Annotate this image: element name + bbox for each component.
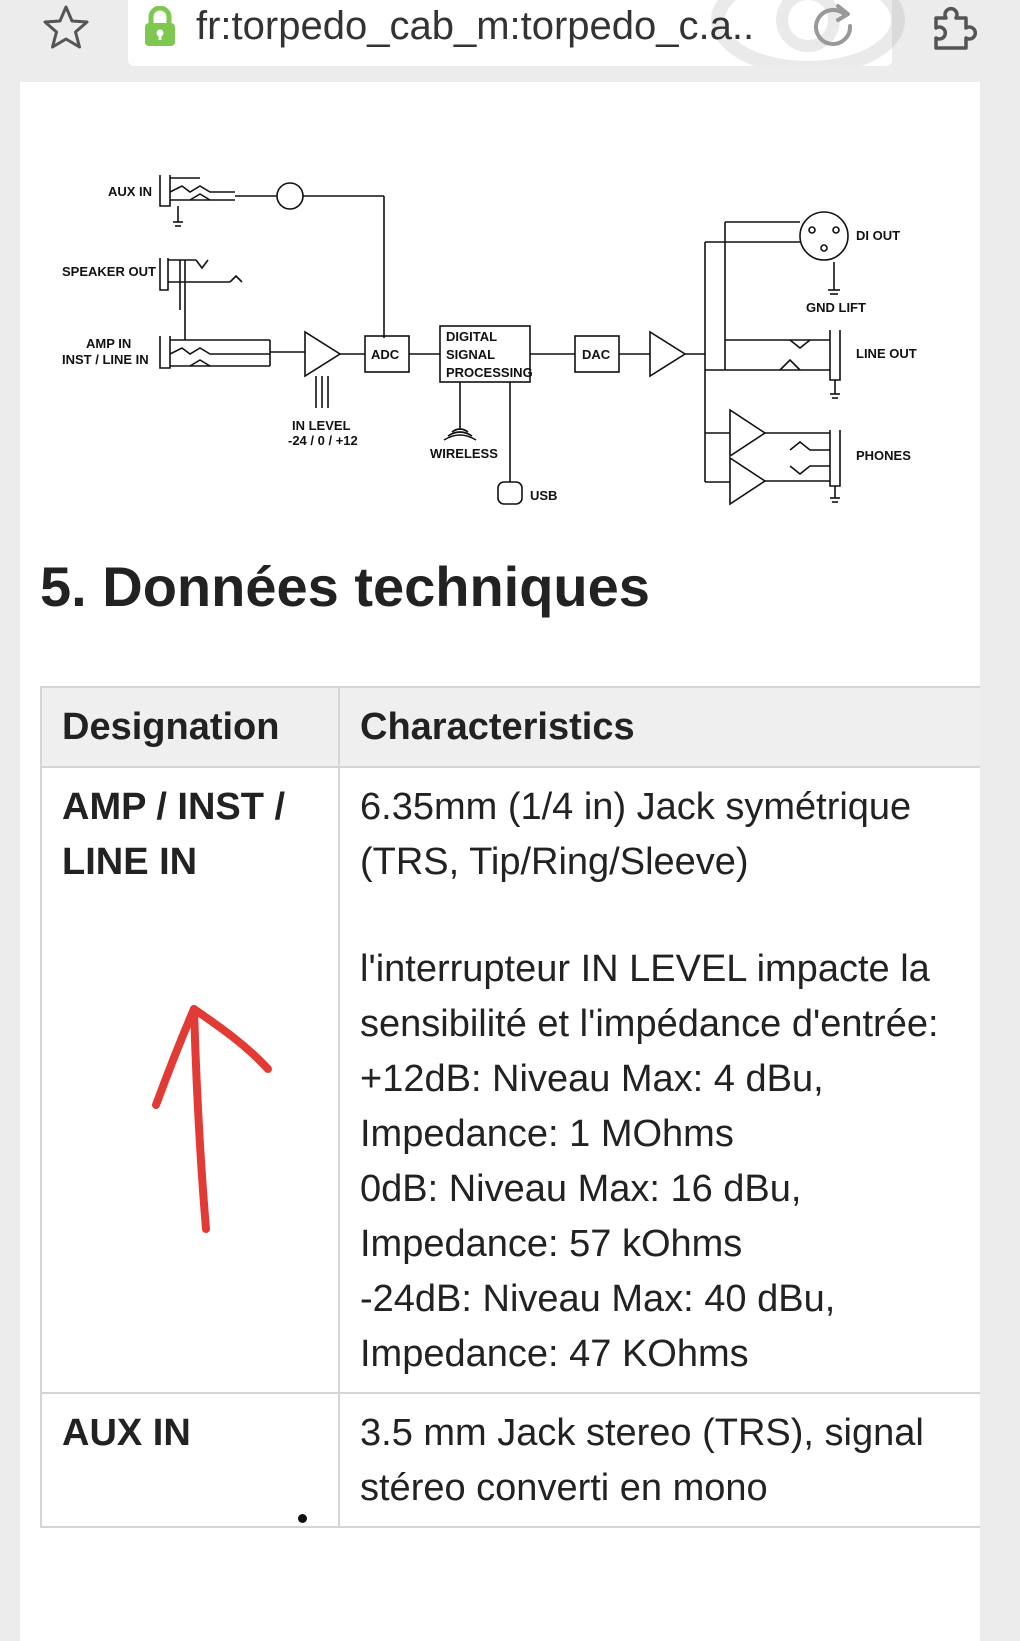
url-text: fr:torpedo_cab_m:torpedo_c.a.... <box>196 4 756 48</box>
table-row: AMP / INST / LINE IN 6.35mm (1/4 in) Jac… <box>40 766 980 1394</box>
cell-characteristics: 6.35mm (1/4 in) Jack symétrique (TRS, Ti… <box>338 766 980 1394</box>
label-adc: ADC <box>371 347 400 362</box>
label-usb: USB <box>530 488 557 503</box>
label-amp-in: AMP IN <box>86 336 131 351</box>
specs-table: Designation Characteristics AMP / INST /… <box>40 686 980 1528</box>
lock-icon <box>145 6 175 46</box>
label-phones: PHONES <box>856 448 911 463</box>
browser-toolbar: fr:torpedo_cab_m:torpedo_c.a.... <box>0 0 1020 82</box>
table-header-row: Designation Characteristics <box>40 686 980 768</box>
cell-designation: AMP / INST / LINE IN <box>40 766 340 1394</box>
bookmark-star-button[interactable] <box>38 0 94 56</box>
header-designation: Designation <box>40 686 340 768</box>
label-aux-in: AUX IN <box>108 184 152 199</box>
cell-designation: AUX IN <box>40 1392 340 1528</box>
char-text: 6.35mm (1/4 in) Jack symétrique (TRS, Ti… <box>360 786 912 883</box>
cell-characteristics: 3.5 mm Jack stereo (TRS), signal stéreo … <box>338 1392 980 1528</box>
label-speaker-out: SPEAKER OUT <box>62 264 156 279</box>
label-di-out: DI OUT <box>856 228 900 243</box>
star-icon <box>43 5 89 49</box>
reload-icon[interactable] <box>806 0 862 56</box>
section-heading: 5. Données techniques <box>40 555 650 618</box>
label-wireless: WIRELESS <box>430 446 498 461</box>
table-row: AUX IN 3.5 mm Jack stereo (TRS), signal … <box>40 1392 980 1528</box>
label-in-level: IN LEVEL <box>292 418 351 433</box>
block-diagram: AUX IN SPEAKER OUT AMP IN INST / LINE IN… <box>62 175 917 506</box>
page-content: AUX IN SPEAKER OUT AMP IN INST / LINE IN… <box>20 82 980 1641</box>
label-dsp-3: PROCESSING <box>446 365 533 380</box>
char-text: 0dB: Niveau Max: 16 dBu, Impedance: 57 k… <box>360 1168 802 1265</box>
annotation-arrow-icon <box>152 1005 272 1233</box>
char-text: 3.5 mm Jack stereo (TRS), signal stéreo … <box>360 1412 924 1509</box>
char-text: -24dB: Niveau Max: 40 dBu, Impedance: 47… <box>360 1278 836 1375</box>
eye-watermark-icon <box>711 0 905 66</box>
label-dsp-2: SIGNAL <box>446 347 495 362</box>
char-text: +12dB: Niveau Max: 4 dBu, Impedance: 1 M… <box>360 1058 824 1155</box>
extension-icon[interactable] <box>926 0 982 56</box>
char-text: l'interrupteur IN LEVEL impacte la sensi… <box>360 948 939 1045</box>
label-dac: DAC <box>582 347 611 362</box>
label-inst-line-in: INST / LINE IN <box>62 352 149 367</box>
stray-dot <box>298 1514 307 1523</box>
label-dsp-1: DIGITAL <box>446 329 497 344</box>
label-gnd-lift: GND LIFT <box>806 300 866 315</box>
label-in-level-values: -24 / 0 / +12 <box>288 433 358 448</box>
header-characteristics: Characteristics <box>338 686 980 768</box>
label-line-out: LINE OUT <box>856 346 917 361</box>
address-bar[interactable]: fr:torpedo_cab_m:torpedo_c.a.... <box>128 0 905 66</box>
